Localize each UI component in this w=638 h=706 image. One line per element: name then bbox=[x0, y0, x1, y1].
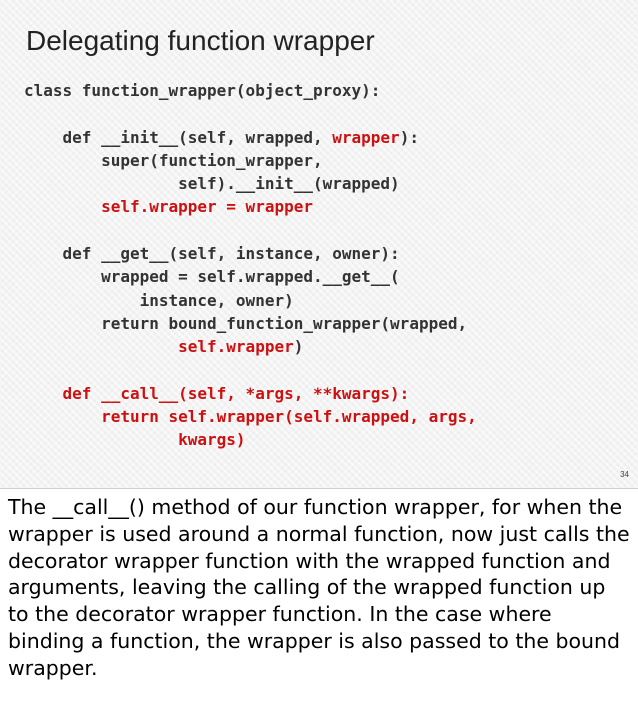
code-line: super(function_wrapper, bbox=[24, 149, 477, 172]
code-line: self).__init__(wrapped) bbox=[24, 172, 477, 195]
code-highlight: kwargs) bbox=[24, 430, 246, 450]
slide-number: 34 bbox=[620, 470, 629, 479]
code-line: ​ bbox=[24, 359, 477, 382]
code-line: def __init__(self, wrapped, wrapper): bbox=[24, 126, 477, 149]
code-text: self).__init__(wrapped) bbox=[24, 174, 400, 194]
code-block: class function_wrapper(object_proxy): ​ d… bbox=[24, 79, 477, 452]
code-line: self.wrapper) bbox=[24, 335, 477, 358]
code-text: super(function_wrapper, bbox=[24, 150, 323, 170]
code-text: class function_wrapper(object_proxy): bbox=[24, 81, 381, 100]
code-text: instance, owner) bbox=[24, 290, 294, 310]
slide-title: Delegating function wrapper bbox=[26, 25, 375, 56]
code-text: ) bbox=[293, 337, 304, 357]
code-text: ): bbox=[399, 127, 419, 147]
code-line: self.wrapper = wrapper bbox=[24, 195, 477, 218]
code-highlight: def __call__(self, *args, **kwargs): bbox=[24, 383, 410, 403]
code-text: def __init__(self, wrapped, bbox=[24, 127, 333, 147]
code-line: def __call__(self, *args, **kwargs): bbox=[24, 382, 477, 405]
code-line: wrapped = self.wrapped.__get__( bbox=[24, 265, 477, 288]
code-highlight: self.wrapper bbox=[178, 337, 294, 357]
code-text: wrapped = self.wrapped.__get__( bbox=[24, 267, 400, 287]
code-text bbox=[24, 337, 178, 356]
code-text: def __get__(self, instance, owner): bbox=[24, 244, 400, 264]
code-highlight: wrapper bbox=[332, 127, 400, 147]
slide: Delegating function wrapper class functi… bbox=[0, 0, 638, 489]
code-line: ​ bbox=[24, 219, 477, 242]
speaker-notes: The __call__() method of our function wr… bbox=[8, 495, 630, 680]
code-highlight: self.wrapper = wrapper bbox=[24, 197, 313, 217]
code-line: class function_wrapper(object_proxy): bbox=[24, 79, 477, 102]
code-highlight: return self.wrapper(self.wrapped, args, bbox=[24, 407, 477, 427]
code-line: def __get__(self, instance, owner): bbox=[24, 242, 477, 265]
code-line: ​ bbox=[24, 102, 477, 125]
code-line: return bound_function_wrapper(wrapped, bbox=[24, 312, 477, 335]
slide-background bbox=[0, 0, 638, 488]
code-line: instance, owner) bbox=[24, 289, 477, 312]
code-line: kwargs) bbox=[24, 428, 477, 451]
code-line: return self.wrapper(self.wrapped, args, bbox=[24, 405, 477, 428]
code-text: return bound_function_wrapper(wrapped, bbox=[24, 313, 468, 333]
